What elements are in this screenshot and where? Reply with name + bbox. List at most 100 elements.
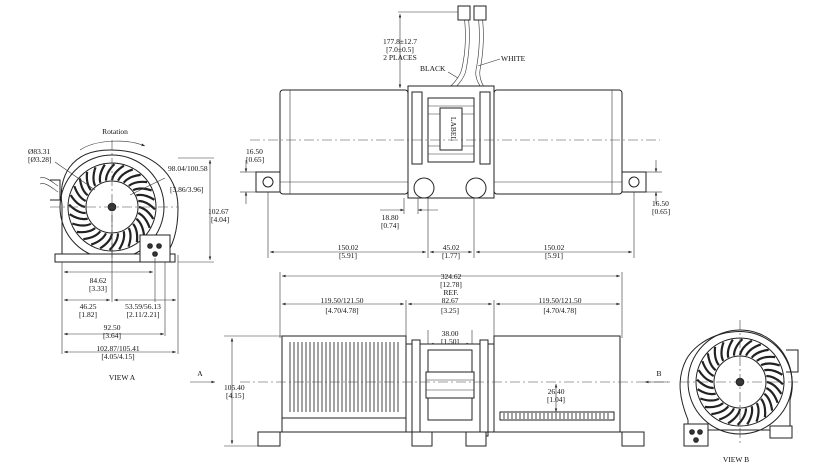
dim-102-87-mm: 102.87/105.41 [96,344,140,353]
dim-102-87-in: [4.05/4.15] [101,352,134,361]
dim-side-height-mm: 102.67 [208,207,229,216]
dim-53-59-in: [2.11/2.21] [126,310,159,319]
dim-324-62-mm: 324.62 [441,272,462,281]
blade [732,338,744,356]
blade [738,339,753,356]
front-motor-core [425,371,475,399]
dim-119-50-left-mm: 119.50/121.50 [320,296,363,305]
section-label-a: A [197,369,203,378]
blade [755,402,760,423]
side-view-b: VIEW B [679,320,800,464]
side-screw-1 [147,243,153,249]
view-a-label: VIEW A [109,373,136,382]
blade [69,194,86,209]
blade [697,369,714,384]
dim-16-50-left-in: [0.65] [246,155,264,164]
side-view-a: Rotation Ø83.31 [Ø3.28] 98.04/100.58 [3.… [28,127,229,382]
rotation-arrow [79,140,146,151]
motor-bracket-right [479,91,491,165]
dim-16-50-left-mm: 16.50 [246,147,263,156]
blade [98,164,106,183]
blade [760,362,781,367]
blade [122,173,141,184]
blade [128,180,148,187]
lead-note: 2 PLACES [383,53,417,62]
dim-38-00-mm: 38.00 [442,329,459,338]
dim-150-02-right-mm: 150.02 [544,243,565,252]
view-b-wire-lug [786,349,799,373]
dim-side-radius-in: [3.86/3.96] [170,185,203,194]
blade [764,368,783,376]
side-wire-lug [50,179,61,201]
blade [720,341,725,362]
front-motor-bracket-left [411,339,421,437]
blade [736,408,748,426]
blade [699,397,720,402]
dim-82-67-in: [3.25] [441,306,459,315]
side-housing [60,149,179,256]
dim-46-25-in: [1.82] [79,310,97,319]
blade [726,339,734,358]
blade [92,166,97,187]
motor-bearing-right [465,177,487,199]
blade [713,346,720,366]
dim-16-50-right-in: [0.65] [652,207,670,216]
blade [756,355,776,362]
dim-150-02-right-in: [5.91] [545,251,563,260]
black-wire [437,13,466,99]
motor-bearing-left [413,177,435,199]
white-wire-label: WHITE [501,54,526,63]
label-text: LABEL [449,117,458,142]
blade [104,163,116,181]
right-housing [493,89,623,195]
blade [90,232,107,246]
front-left-wheel-blades [289,342,399,412]
dim-18-80-in: [0.74] [381,221,399,230]
front-left-foot [257,431,281,447]
blade [78,178,89,197]
blade [711,405,730,416]
blade [132,187,153,192]
label-box [439,107,463,151]
front-view: 324.62 [12.78] REF. 119.50/121.50 [4.70/… [190,272,670,447]
blade [85,171,92,191]
right-foot [621,171,647,193]
blade [765,387,779,404]
front-motor-foot-right [465,431,487,447]
dim-26-40-mm: 26.40 [548,387,565,396]
blade [135,217,146,236]
motor-bracket-left [411,91,423,165]
blade [763,392,774,411]
blade [766,380,783,395]
blade [727,408,742,425]
blade [99,233,114,250]
dim-92-50-in: [3.64] [103,331,121,340]
blade [766,374,784,386]
side-base [54,253,176,263]
dim-16-50-right-mm: 16.50 [652,199,669,208]
front-left-base [281,417,407,433]
dim-lead-length-mm: 177.8±12.7 [383,37,417,46]
dim-150-02-left-mm: 150.02 [338,243,359,252]
front-motor-bracket-right [479,339,489,437]
dim-84-62-in: [3.33] [89,284,107,293]
front-right-foot [621,431,645,447]
dim-18-80-mm: 18.80 [382,213,399,222]
dim-119-50-left-in: [4.70/4.78] [325,306,358,315]
front-motor-foot-left [411,431,433,447]
side-lead-wires [39,177,59,193]
blade [73,185,87,202]
dim-45-02-in: [1.77] [442,251,460,260]
side-screw-3 [152,251,158,257]
blade [83,230,102,241]
side-wheel-blades [68,163,156,251]
front-right-grill-lines [503,413,609,419]
front-right-grill [499,411,615,421]
dim-ref: REF. [443,288,458,297]
left-housing [279,89,409,195]
wire-terminal-2 [473,5,487,21]
section-label-b: B [656,369,661,378]
rotation-label: Rotation [102,127,128,136]
view-b-wheel-blades [696,338,784,426]
